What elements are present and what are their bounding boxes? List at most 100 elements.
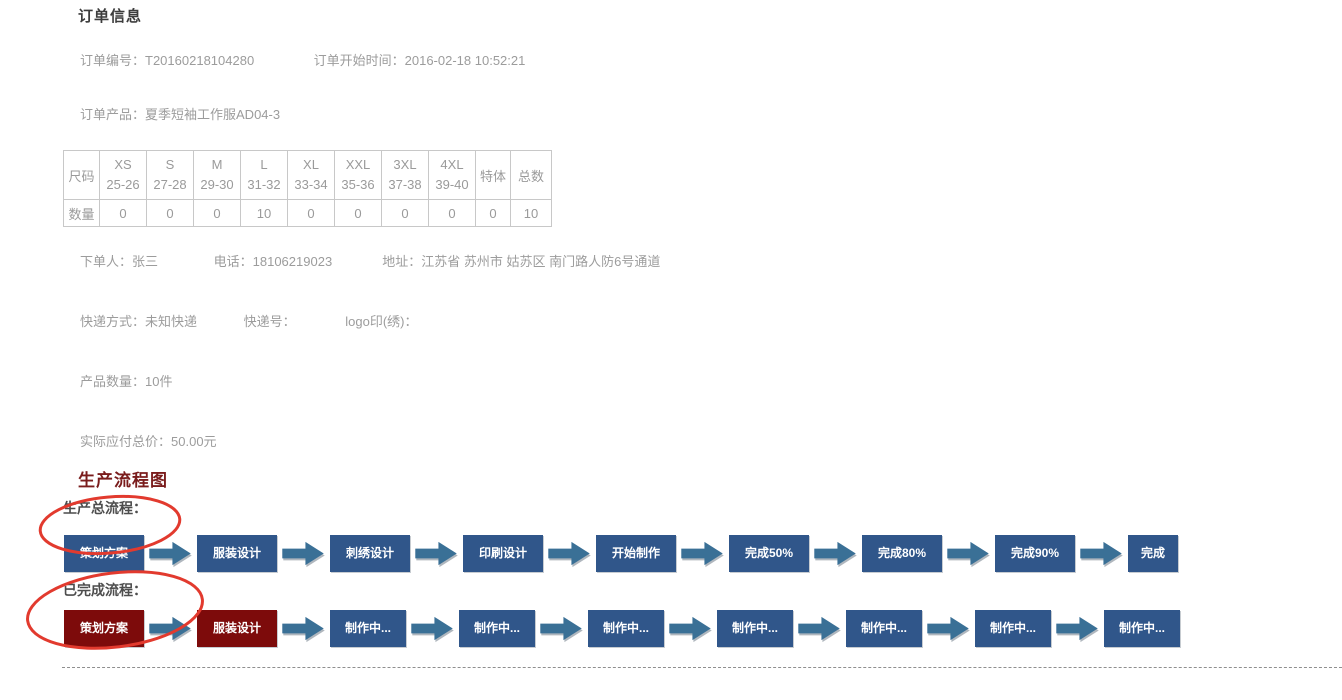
arrow-cell [543,540,596,567]
size-label: 4XL [440,157,464,172]
table-cell: 0 [99,199,147,227]
flow-step-box: 完成 [1128,535,1178,572]
annotation-ellipses [26,494,204,650]
arrow-cell [410,540,463,567]
arrow-cell [942,540,995,567]
product-quantity-line: 产品数量：10件 [80,371,172,390]
arrow-cell [144,615,197,642]
size-range: 37-38 [388,177,422,192]
arrow-cell [664,615,717,642]
size-range: 27-28 [153,177,187,192]
table-cell: 0 [287,199,335,227]
arrow-right-icon [540,616,582,641]
flow-step: 制作中... [588,610,717,647]
page-title: 订单信息 [78,8,143,25]
express-method-value: 未知快递 [145,314,198,329]
arrow-cell [277,540,330,567]
flow-step: 刺绣设计 [330,535,463,572]
flow-row-done: 策划方案 服装设计 制作中... 制作中... 制作中... 制作中... 制作… [64,610,1180,647]
bottom-dashed-divider [62,667,1342,668]
arrow-cell [676,540,729,567]
address-value: 江苏省 苏州市 姑苏区 南门路人防6号通道 [421,254,661,269]
size-range: 39-40 [435,177,469,192]
flow-step: 制作中... [717,610,846,647]
size-range: 29-30 [200,177,234,192]
table-cell: 10 [510,199,552,227]
arrow-right-icon [927,616,969,641]
flow-step-box-completed: 策划方案 [64,610,144,647]
flow-step-box: 制作中... [588,610,664,647]
express-number: 快递号： [244,311,342,330]
size-label: XS [114,157,132,172]
flow-step: 印刷设计 [463,535,596,572]
arrow-right-icon [415,541,457,566]
order-product-line: 订单产品：夏季短袖工作服AD04-3 [80,104,280,123]
flow-step-box: 制作中... [330,610,406,647]
address-label: 地址： [382,254,422,269]
table-cell: 0 [381,199,429,227]
flow-step-box: 印刷设计 [463,535,543,572]
arrow-right-icon [149,541,191,566]
size-range: 35-36 [341,177,375,192]
product-quantity-label: 产品数量： [80,374,146,389]
order-product-label: 订单产品： [80,107,146,122]
table-cell-qty-header: 数量 [63,199,100,227]
flow-step-box: 完成90% [995,535,1075,572]
flow-step: 制作中... [1104,610,1180,647]
arrow-right-icon [548,541,590,566]
arrow-cell [406,615,459,642]
arrow-cell [277,615,330,642]
order-start-time: 订单开始时间：2016-02-18 10:52:21 [314,50,526,69]
phone-value: 18106219023 [252,254,333,269]
table-cell: 0 [475,199,511,227]
buyer-value: 张三 [132,254,159,269]
size-range: 31-32 [247,177,281,192]
arrow-right-icon [1080,541,1122,566]
flow-step-box: 策划方案 [64,535,144,572]
arrow-right-icon [149,616,191,641]
table-cell: 0 [193,199,241,227]
flow-step-box: 制作中... [975,610,1051,647]
table-cell: 3XL 37-38 [381,150,429,200]
flow-step: 完成50% [729,535,862,572]
done-flow-label: 已完成流程： [63,582,147,598]
product-quantity-value: 10件 [145,374,173,389]
flow-row-total: 策划方案 服装设计 刺绣设计 印刷设计 开始制作 完成50% 完成80% 完成9… [64,535,1178,572]
arrow-right-icon [411,616,453,641]
table-cell: 0 [334,199,382,227]
size-label: S [165,157,175,172]
flow-step: 策划方案 [64,535,197,572]
order-number-label: 订单编号： [80,53,146,68]
size-label: 3XL [393,157,417,172]
flow-step-box: 制作中... [1104,610,1180,647]
size-label: XXL [345,157,371,172]
order-start-time-label: 订单开始时间： [313,53,405,68]
flow-step-box: 制作中... [459,610,535,647]
arrow-right-icon [798,616,840,641]
express-line: 快递方式：未知快递 快递号： logo印(绣)： [80,311,418,330]
flow-step-box: 制作中... [846,610,922,647]
logo-print-label: logo印(绣)： [345,314,418,329]
logo-print: logo印(绣)： [345,311,417,330]
order-number-value: T20160218104280 [145,53,255,68]
arrow-cell [793,615,846,642]
flow-step: 服装设计 [197,610,330,647]
arrow-right-icon [681,541,723,566]
size-range: 25-26 [106,177,140,192]
flow-step-box-completed: 服装设计 [197,610,277,647]
flow-step: 完成80% [862,535,995,572]
table-cell-special-header: 特体 [475,150,511,200]
flow-step-box: 服装设计 [197,535,277,572]
arrow-right-icon [669,616,711,641]
total-price-value: 50.00元 [171,434,217,449]
total-price-label: 实际应付总价： [80,434,172,449]
flow-step: 制作中... [459,610,588,647]
table-cell: 4XL 39-40 [428,150,476,200]
size-range: 33-34 [294,177,328,192]
arrow-cell [144,540,197,567]
flow-step-box: 完成50% [729,535,809,572]
